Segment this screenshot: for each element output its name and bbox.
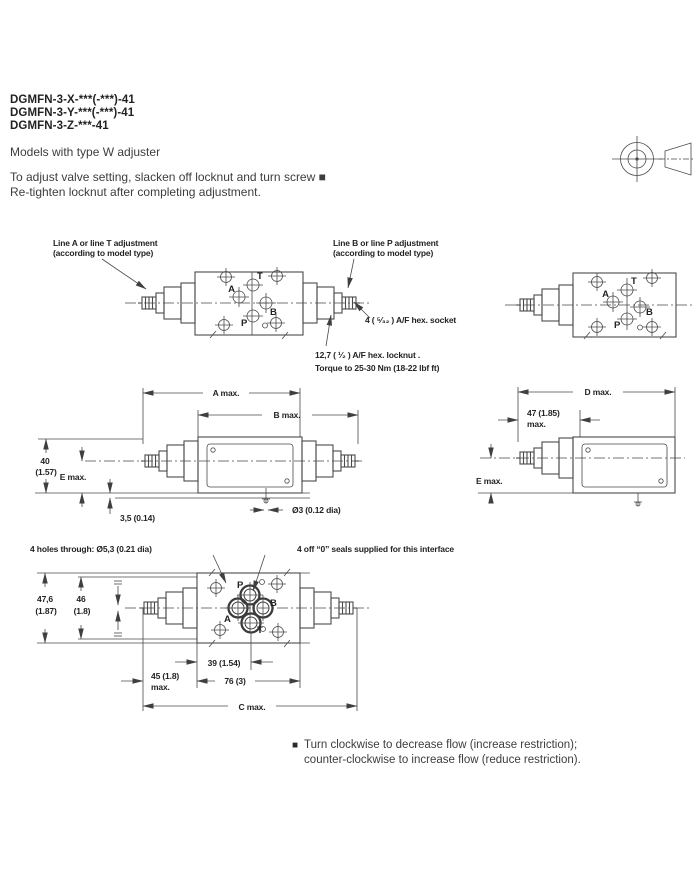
dim-label-a-max: A max.: [213, 388, 240, 398]
adjuster-left: [141, 440, 199, 482]
drain-pin: [634, 493, 642, 507]
dim-label-3-5: 3,5 (0.14): [120, 513, 155, 523]
label-holes-note: 4 holes through: Ø5,3 (0.21 dia): [30, 544, 152, 554]
model-code-1: DGMFN-3-X-***(-***)-41: [10, 94, 135, 106]
bolt-holes: [588, 269, 661, 336]
dim-label-c-max: C max.: [239, 702, 266, 712]
dim-e-max: E max.: [60, 447, 87, 507]
bolt-holes: [207, 575, 287, 641]
side-view-dims-dual-diagram: A max. B max. 40 (1.57) E max. 3,5 (0.1: [35, 388, 365, 523]
dim-3-5: 3,5 (0.14): [107, 479, 310, 523]
projection-cone: [659, 142, 695, 176]
valve-body: [197, 436, 303, 494]
dim-label-46: 46: [76, 594, 86, 604]
valve-body: [572, 436, 676, 494]
label-seals-note: 4 off “0” seals supplied for this interf…: [297, 544, 454, 554]
adjuster-right: [301, 440, 359, 482]
bolt-holes: [215, 267, 286, 334]
adjuster-left: [138, 282, 196, 324]
port-label-p: P: [237, 580, 244, 591]
dim-label-45-max: max.: [151, 682, 170, 692]
dim-label-47-max: max.: [527, 419, 546, 429]
port-label-b: B: [646, 307, 653, 318]
dim-label-40-in: (1.57): [35, 467, 57, 477]
instruction-line-1: To adjust valve setting, slacken off loc…: [10, 170, 326, 184]
port-seals: [225, 582, 274, 634]
dim-label-e-max: E max.: [476, 476, 503, 486]
label-line-b-p-adjustment: Line B or line P adjustment: [333, 238, 439, 248]
adjuster-left: [140, 587, 198, 629]
dim-47: 47 (1.85) max.: [498, 408, 600, 437]
model-code-2: DGMFN-3-Y-***(-***)-41: [10, 107, 135, 119]
dim-label-47: 47 (1.85): [527, 408, 560, 418]
port-label-a: A: [602, 289, 609, 300]
label-locknut-torque: Torque to 25-30 Nm (18-22 lbf ft): [315, 363, 440, 373]
projection-symbol-icon: [612, 136, 695, 182]
projection-circle: [612, 136, 662, 182]
valve-body: [572, 272, 677, 340]
flow-direction-note: ■ Turn clockwise to decrease flow (incre…: [292, 738, 581, 767]
ports: [229, 278, 276, 323]
dim-label-76: 76 (3): [224, 676, 246, 686]
valve-body: [194, 271, 304, 340]
dim-equal-spacing: [114, 580, 122, 637]
note-bullet: ■: [292, 740, 299, 751]
port-label-t: T: [257, 271, 263, 282]
subtitle: Models with type W adjuster: [10, 145, 161, 159]
port-label-b: B: [270, 307, 277, 318]
dim-label-45: 45 (1.8): [151, 671, 179, 681]
label-line-b-p-adjustment-2: (according to model type): [333, 248, 433, 258]
adjuster-left: [516, 437, 574, 479]
port-label-b: B: [270, 598, 277, 609]
dim-76: 76 (3): [196, 643, 301, 688]
dim-label-40: 40: [40, 456, 50, 466]
note-line-2: counter-clockwise to increase flow (redu…: [304, 753, 581, 766]
top-view-single-adjuster-diagram: T A B P: [505, 269, 692, 340]
dim-label-47-6-in: (1.87): [35, 606, 57, 616]
adjust-instructions: To adjust valve setting, slacken off loc…: [10, 170, 326, 199]
dim-e-max: E max.: [476, 444, 675, 504]
label-hex-socket: 4 ( ⁵⁄₃₂ ) A/F hex. socket: [365, 315, 456, 325]
dim-label-b-max: B max.: [274, 410, 301, 420]
top-view-dual-adjuster-diagram: Line A or line T adjustment (according t…: [53, 238, 457, 373]
port-label-p: P: [614, 320, 621, 331]
dim-47-6: 47,6 (1.87): [35, 572, 57, 644]
dim-a-max: A max.: [142, 388, 301, 444]
label-line-a-t-adjustment-2: (according to model type): [53, 248, 153, 258]
side-view-dims-single-diagram: D max. 47 (1.85) max. E max.: [476, 387, 685, 507]
port-label-t: T: [257, 625, 263, 636]
dim-dia3: Ø3 (0.12 dia): [250, 488, 341, 515]
note-line-1: Turn clockwise to decrease flow (increas…: [304, 739, 578, 751]
ports: [603, 283, 650, 326]
dim-label-e-max: E max.: [60, 472, 87, 482]
dim-40: 40 (1.57): [35, 438, 310, 494]
dim-46: 46 (1.8): [74, 576, 91, 640]
instruction-line-2: Re-tighten locknut after completing adju…: [10, 184, 261, 199]
port-label-p: P: [241, 318, 248, 329]
dim-39: 39 (1.54): [175, 633, 273, 670]
dim-label-39: 39 (1.54): [208, 658, 241, 668]
port-label-t: T: [631, 276, 637, 287]
model-code-3: DGMFN-3-Z-***-41: [10, 120, 109, 132]
adjuster-right: [299, 587, 357, 629]
bottom-view-diagram: 4 holes through: Ø5,3 (0.21 dia) 4 off “…: [30, 544, 455, 712]
adjuster-right: [302, 282, 360, 324]
label-line-a-t-adjustment: Line A or line T adjustment: [53, 238, 158, 248]
port-label-a: A: [228, 284, 235, 295]
adjuster-left: [516, 284, 574, 326]
dim-label-d-max: D max.: [585, 387, 612, 397]
dim-label-46-in: (1.8): [74, 606, 91, 616]
dim-d-max: D max.: [517, 387, 676, 442]
dim-b-max: B max.: [197, 410, 359, 444]
dim-45: 45 (1.8) max.: [121, 671, 180, 692]
label-locknut: 12,7 ( ¹⁄₂ ) A/F hex. locknut .: [315, 350, 420, 360]
dim-label-47-6: 47,6: [37, 594, 53, 604]
port-label-a: A: [224, 614, 231, 625]
dim-label-dia3: Ø3 (0.12 dia): [292, 505, 341, 515]
dim-c-max: C max.: [142, 608, 358, 712]
leader-arrows: [101, 258, 371, 347]
header-block: DGMFN-3-X-***(-***)-41 DGMFN-3-Y-***(-**…: [10, 94, 326, 199]
